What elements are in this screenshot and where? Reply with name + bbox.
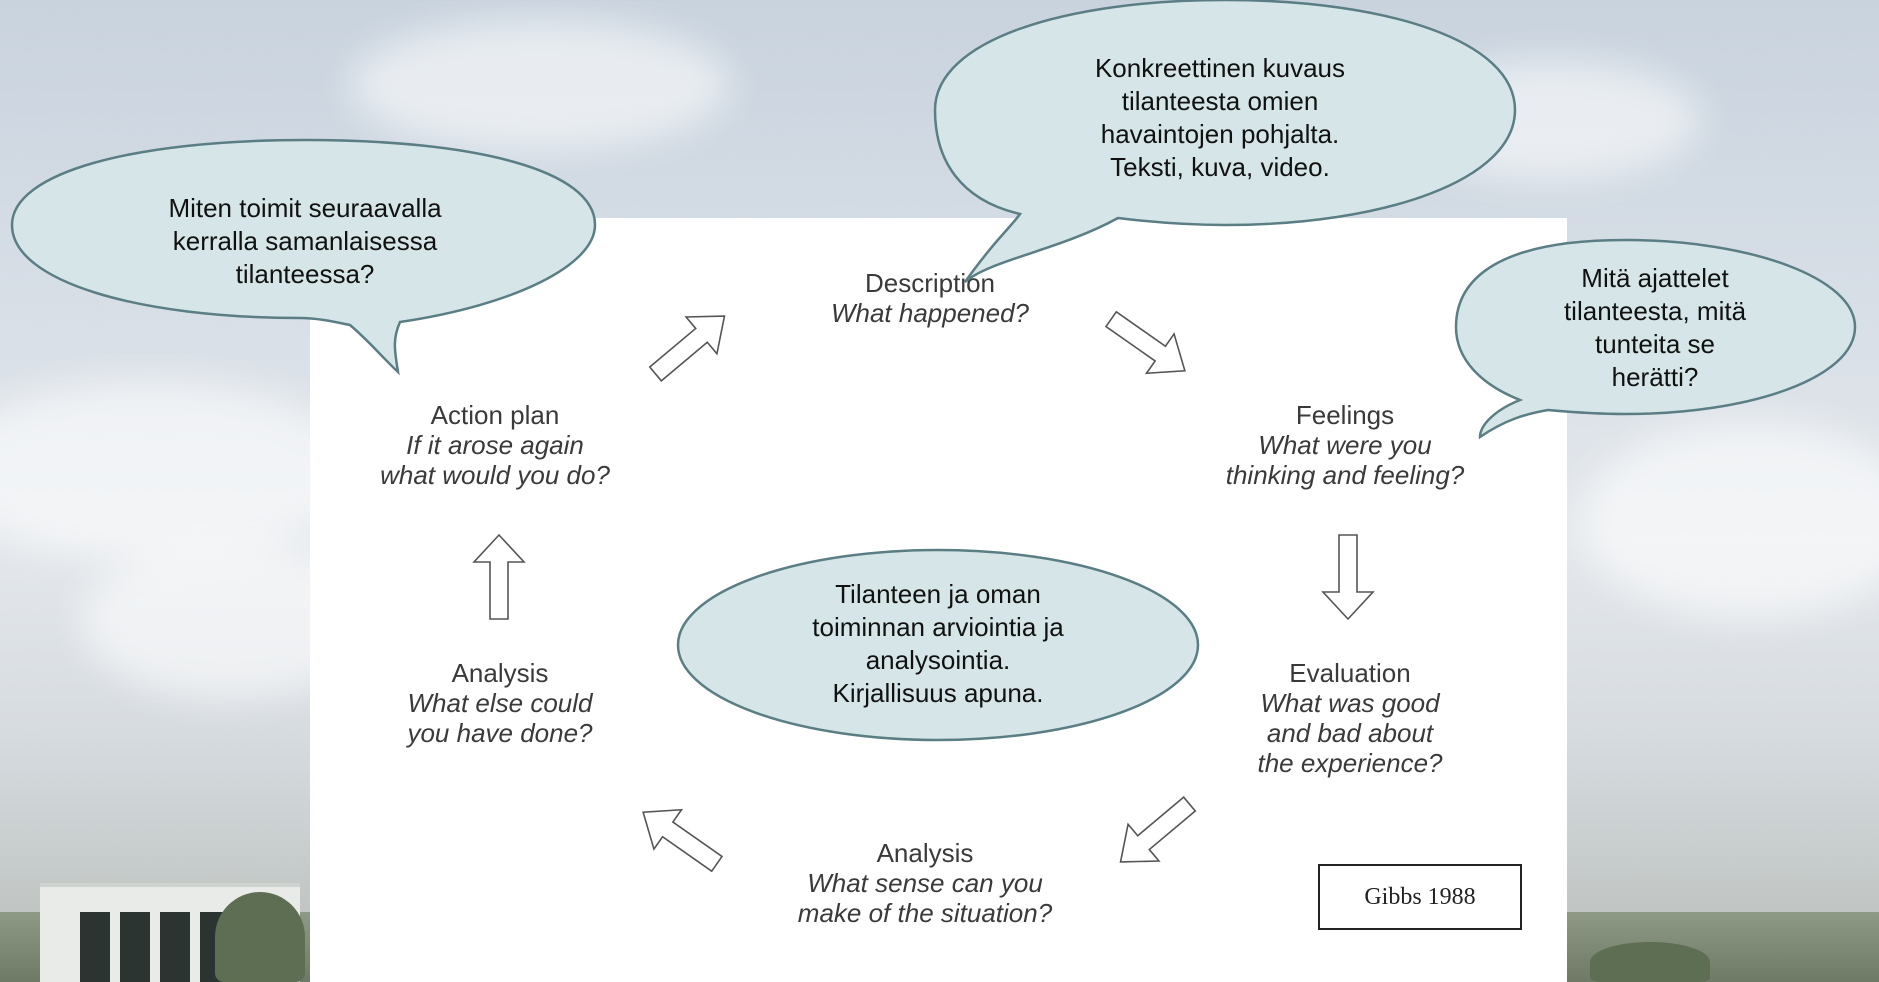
stage-question: What happened?	[830, 298, 1030, 328]
bubble-text-line: tilanteessa?	[235, 259, 375, 289]
bubble-right-shape	[1454, 238, 1857, 440]
stage-title: Action plan	[430, 400, 560, 430]
stage-question: What was good	[1260, 688, 1440, 718]
bubble-text-line: kerralla samanlaisessa	[172, 226, 438, 256]
bubble-text-line: tilanteesta omien	[1121, 86, 1319, 116]
bubble-text-line: Tilanteen ja oman	[835, 579, 1041, 609]
stage-question: thinking and feeling?	[1225, 460, 1465, 490]
stage-title: Evaluation	[1289, 658, 1411, 688]
bubble-text-line: analysointia.	[865, 645, 1011, 675]
bubble-text-line: tunteita se	[1595, 329, 1715, 359]
bubble-text-line: tilanteesta, mitä	[1563, 296, 1747, 326]
bubble-text-line: Konkreettinen kuvaus	[1094, 53, 1346, 83]
stage-question: What sense can you	[807, 868, 1043, 898]
tree	[1590, 942, 1710, 982]
tree	[215, 892, 305, 982]
bubble-text-line: Mitä ajattelet	[1581, 263, 1729, 293]
citation-box: Gibbs 1988	[1318, 864, 1522, 930]
stage-analysis-left: Analysis What else could you have done?	[360, 658, 640, 748]
bubble-text-line: havaintojen pohjalta.	[1100, 119, 1340, 149]
bubble-left-shape	[10, 138, 597, 376]
stage-question: the experience?	[1257, 748, 1443, 778]
bubble-top: Konkreettinen kuvaus tilanteesta omien h…	[1000, 52, 1440, 184]
bubble-text-line: Teksti, kuva, video.	[1110, 152, 1330, 182]
stage-analysis-bottom: Analysis What sense can you make of the …	[760, 838, 1090, 928]
bubble-right: Mitä ajattelet tilanteesta, mitä tunteit…	[1490, 262, 1820, 394]
stage-feelings: Feelings What were you thinking and feel…	[1190, 400, 1500, 490]
stage-action-plan: Action plan If it arose again what would…	[345, 400, 645, 490]
bubble-text-line: Miten toimit seuraavalla	[168, 193, 442, 223]
bubble-top-shape	[933, 0, 1517, 283]
stage-question: What else could	[407, 688, 593, 718]
stage-title: Analysis	[876, 838, 974, 868]
stage-question: make of the situation?	[797, 898, 1053, 928]
bubble-text-line: Kirjallisuus apuna.	[832, 678, 1044, 708]
stage-question: What were you	[1258, 430, 1432, 460]
bubble-text-line: herätti?	[1611, 362, 1699, 392]
bubble-center-shape	[676, 548, 1200, 742]
stage-question: and bad about	[1266, 718, 1434, 748]
stage-title: Feelings	[1295, 400, 1395, 430]
stage-question: If it arose again	[406, 430, 584, 460]
stage-evaluation: Evaluation What was good and bad about t…	[1210, 658, 1490, 778]
bubble-left: Miten toimit seuraavalla kerralla samanl…	[80, 192, 530, 291]
stage-question: you have done?	[407, 718, 593, 748]
stage-title: Analysis	[451, 658, 549, 688]
stage-question: what would you do?	[380, 460, 610, 490]
bubble-text-line: toiminnan arviointia ja	[812, 612, 1064, 642]
bubble-center: Tilanteen ja oman toiminnan arviointia j…	[738, 578, 1138, 710]
